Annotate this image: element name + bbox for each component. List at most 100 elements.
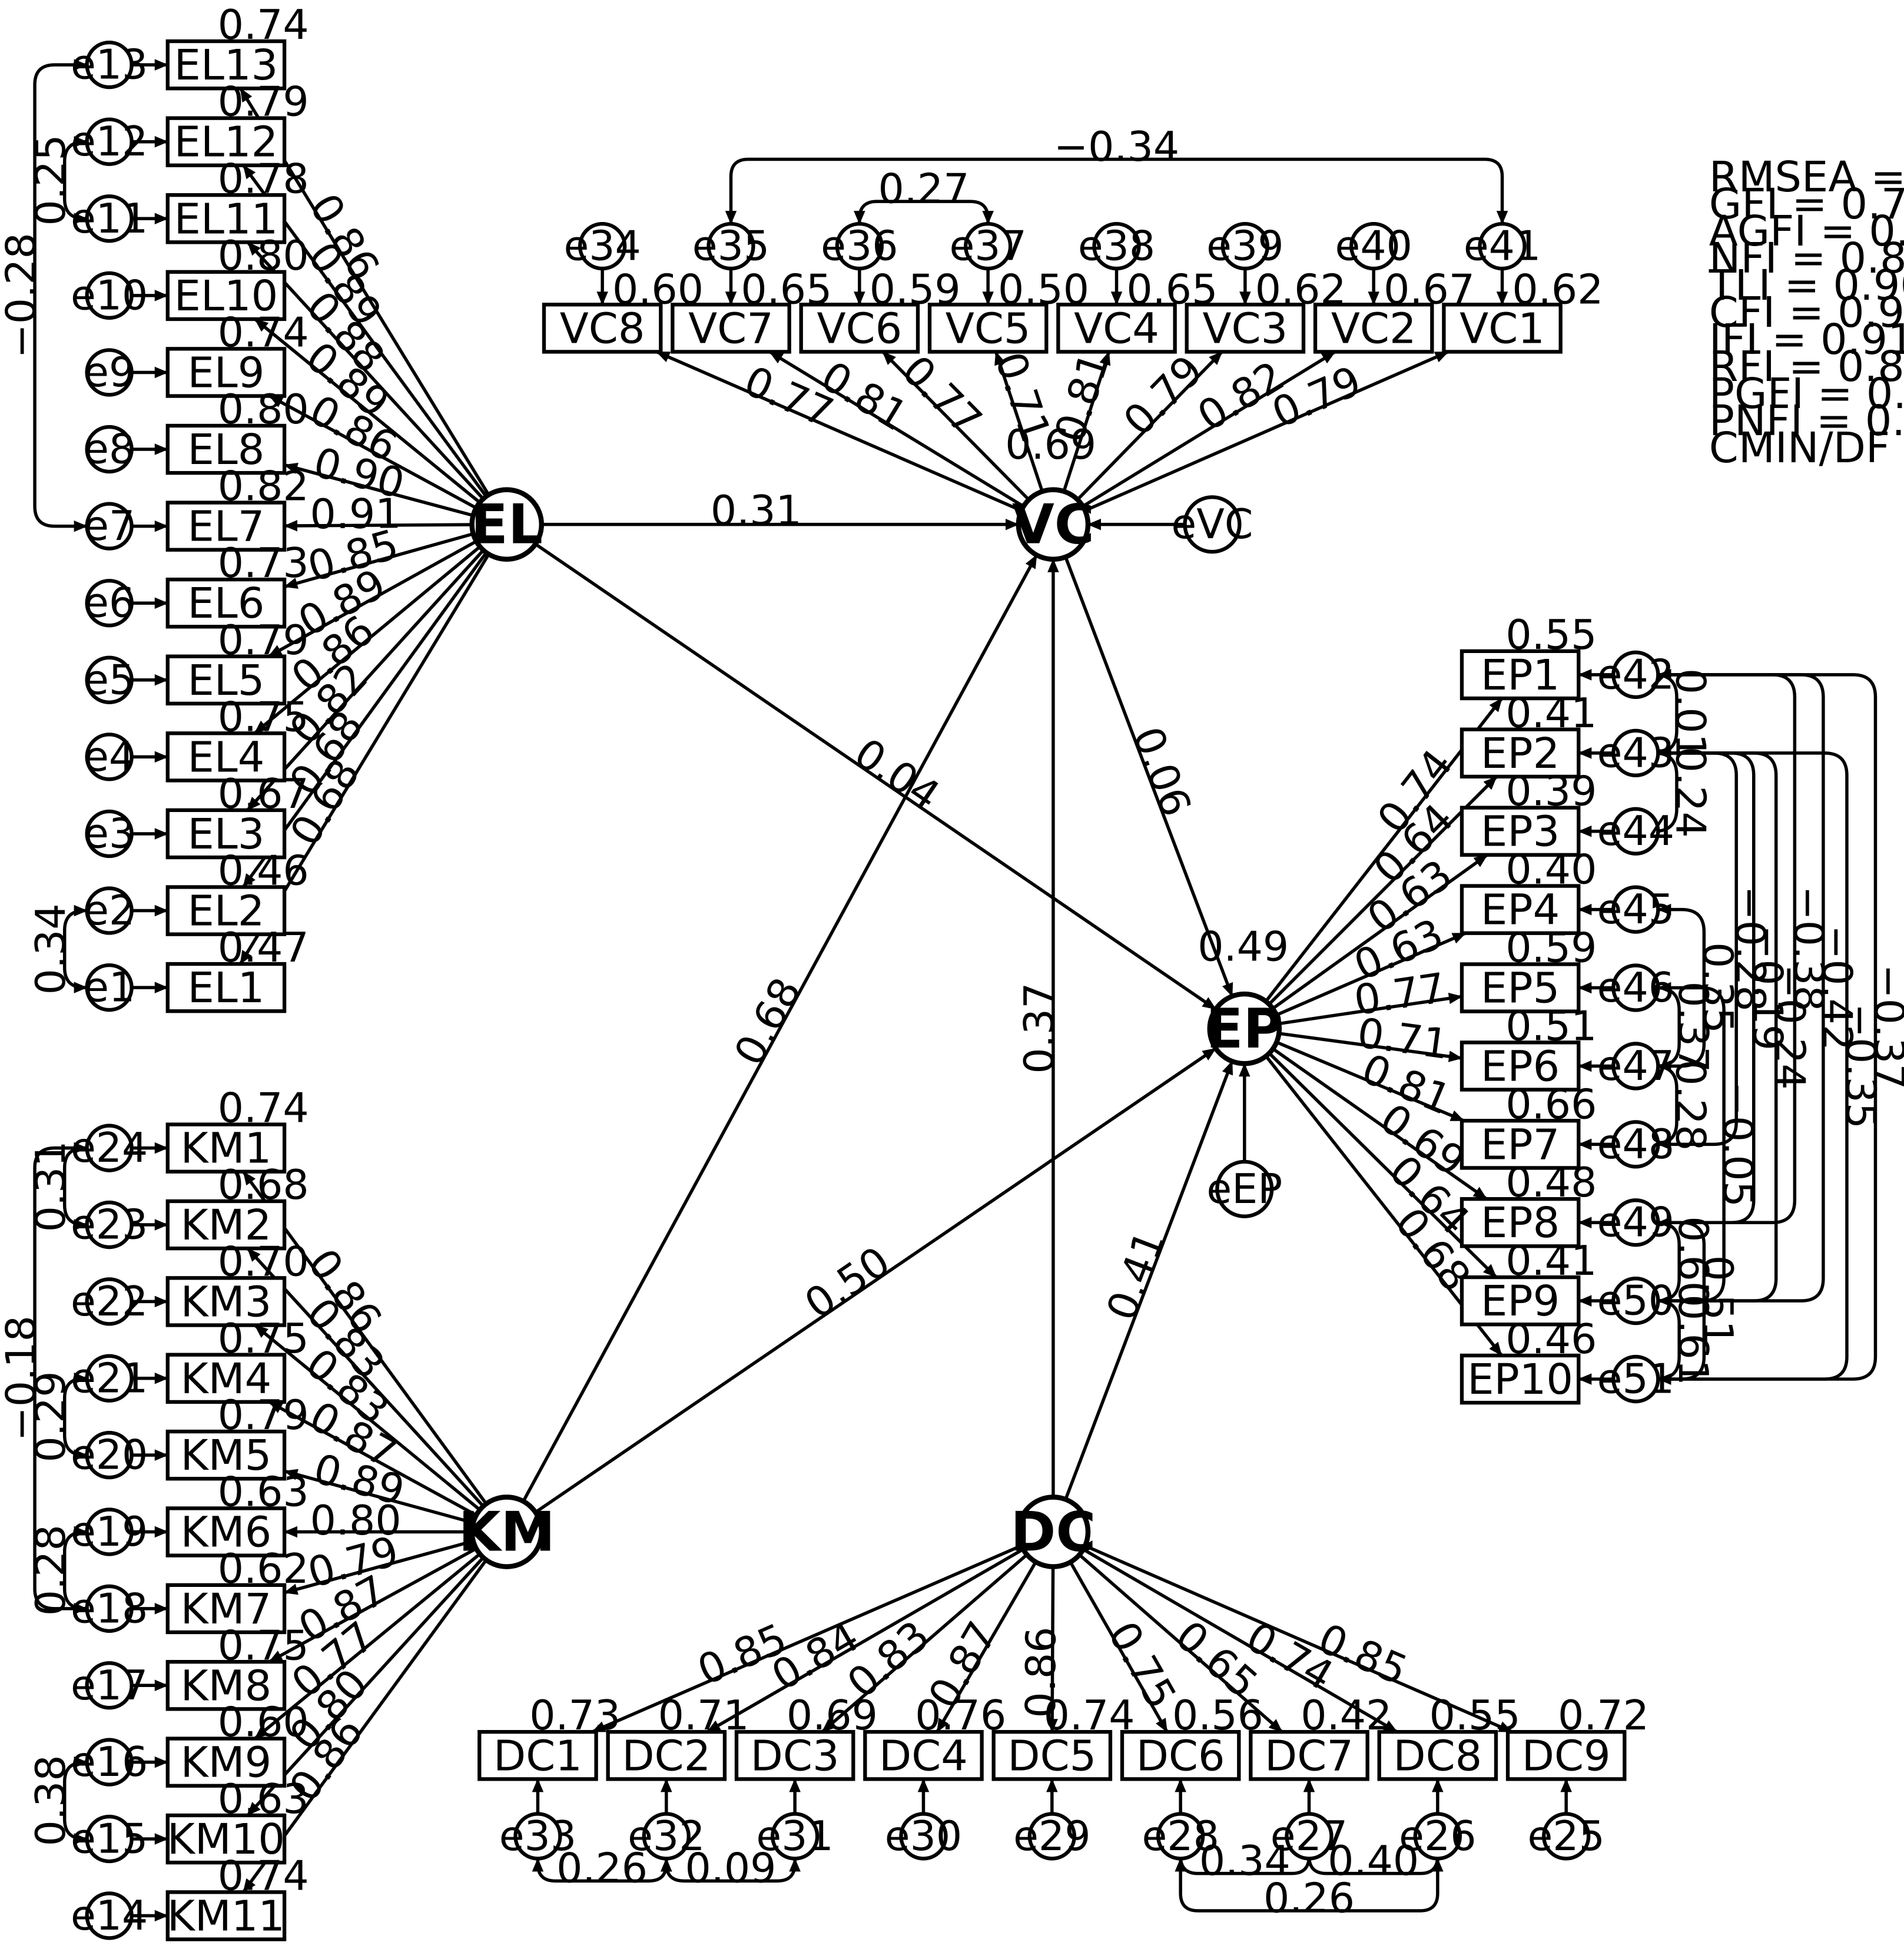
error-e37-circle	[964, 221, 1013, 271]
r2-vc5-value: 0.50	[998, 266, 1089, 313]
loading-dc2-arrow	[706, 1547, 1024, 1734]
indicator-el3-label: EL3	[187, 809, 264, 859]
loading-el4-arrow	[253, 545, 481, 735]
error-e3-label: e3	[84, 810, 135, 857]
covariance-e13-e7-arrow	[33, 59, 88, 532]
indicator-dc9-box	[1505, 1730, 1627, 1781]
covariance-e36-e37-value: 0.27	[878, 165, 970, 213]
error-e4-label: e4	[84, 733, 135, 781]
indicator-el6-label: EL6	[187, 578, 264, 628]
indicator-dc7-label: DC7	[1265, 1731, 1354, 1780]
error-e16-label: e16	[71, 1738, 148, 1786]
latent-km-circle	[469, 1494, 544, 1569]
error-e47-label: e47	[1597, 1042, 1674, 1090]
indicator-km5-label: KM5	[181, 1430, 272, 1480]
error-e30-label: e30	[885, 1812, 962, 1860]
indicator-dc9-label: DC9	[1522, 1731, 1611, 1780]
covariance-e32-e31-arrow	[661, 1858, 801, 1883]
error-e33-label: e33	[499, 1812, 576, 1860]
r2-el9-value: 0.74	[218, 309, 309, 356]
indicator-ep4-label: EP4	[1481, 885, 1560, 934]
error-e35-label: e35	[692, 223, 769, 270]
indicator-vc6-label: VC6	[817, 303, 902, 353]
indicator-el10-label: EL10	[174, 271, 278, 320]
indicator-el5-label: EL5	[187, 655, 264, 705]
indicator-ep9-label: EP9	[1481, 1276, 1560, 1325]
fit-index-line: AGFI = 0.755	[1709, 206, 1904, 256]
fit-index-line: PNFI = 0.798	[1709, 396, 1904, 445]
indicator-ep8-label: EP8	[1481, 1198, 1560, 1247]
indicator-vc8-label: VC8	[560, 303, 645, 353]
loading-dc4-arrow	[936, 1561, 1037, 1733]
r2-dc4-value: 0.76	[915, 1692, 1006, 1739]
r2-dc7-value: 0.42	[1301, 1692, 1392, 1739]
error-e46-label: e46	[1597, 964, 1674, 1012]
covariance-e24-e18-arrow	[33, 1142, 88, 1615]
r2-dc1-value: 0.73	[529, 1692, 621, 1739]
covariance-e16-e15-arrow	[62, 1756, 88, 1845]
loading-vc2-arrow	[1082, 350, 1336, 508]
covariance-e27-e26-value: 0.40	[1328, 1837, 1419, 1885]
covariance-e2-e1-value: 0.34	[27, 903, 75, 995]
latent-vc-circle	[1016, 487, 1091, 562]
error-e1-label: e1	[84, 964, 135, 1012]
fit-index-line: GFI = 0.781	[1709, 179, 1904, 228]
error-e43-label: e43	[1597, 729, 1674, 777]
indicator-vc1-label: VC1	[1459, 303, 1545, 353]
error-e36-label: e36	[821, 223, 898, 270]
loading-vc7-arrow	[768, 350, 1024, 508]
indicator-el2-label: EL2	[187, 886, 264, 936]
indicator-vc7-label: VC7	[688, 303, 774, 353]
error-e35-circle	[706, 221, 755, 271]
r2-vc8-value: 0.60	[612, 266, 704, 313]
r2-ep7-value: 0.66	[1505, 1081, 1597, 1128]
r2-km5-value: 0.79	[218, 1391, 309, 1439]
error-e21-label: e21	[71, 1354, 148, 1402]
error-e2-circle	[85, 886, 134, 935]
loading-vc5-arrow	[994, 351, 1044, 492]
path-dc-vc-value: 0.37	[1016, 983, 1063, 1074]
r2-el12-value: 0.79	[218, 78, 309, 126]
r2-el1-value: 0.47	[218, 924, 309, 972]
error-e48-circle	[1611, 1120, 1660, 1169]
error-e5-label: e5	[84, 656, 135, 704]
loading-km3-arrow	[254, 1324, 481, 1512]
error-e1-circle	[85, 963, 134, 1012]
latent-dc-circle	[1016, 1494, 1091, 1569]
error-e9-circle	[85, 348, 134, 397]
loading-el11-arrow	[246, 241, 485, 501]
r2-dc8-value: 0.55	[1429, 1692, 1521, 1739]
loading-el6-arrow	[283, 532, 474, 589]
error-e37-label: e37	[949, 223, 1026, 270]
covariance-e42-e50-value: −0.42	[1813, 925, 1861, 1050]
indicator-el7-box	[165, 501, 287, 552]
indicator-km8-box	[165, 1660, 287, 1711]
indicator-km2-label: KM2	[181, 1200, 272, 1250]
indicator-el4-box	[165, 731, 287, 783]
r2-el11-value: 0.78	[218, 155, 309, 203]
indicator-vc3-label: VC3	[1202, 303, 1288, 353]
error-e36-circle	[835, 221, 884, 271]
error-e24-circle	[85, 1124, 134, 1172]
indicator-dc4-label: DC4	[879, 1731, 968, 1780]
error-e47-circle	[1611, 1042, 1660, 1091]
indicator-km10-label: KM10	[167, 1814, 285, 1864]
indicator-ep8-box	[1459, 1197, 1581, 1248]
fit-index-line: RFI = 0.847	[1709, 342, 1904, 391]
indicator-vc7-box	[671, 303, 791, 354]
error-e50-circle	[1611, 1277, 1660, 1325]
covariance-e12-e11-value: 0.25	[27, 134, 75, 226]
error-e23-circle	[85, 1200, 134, 1250]
disturbance-evc-label: eVC	[1171, 501, 1253, 548]
loading-km6-value: 0.80	[310, 1497, 402, 1545]
covariance-e50-e51-value: 0.61	[1669, 1294, 1717, 1386]
error-e29-circle	[1027, 1812, 1076, 1861]
error-e9-label: e9	[84, 349, 135, 396]
indicator-el8-box	[165, 423, 287, 475]
loading-vc1-arrow	[1084, 350, 1449, 512]
covariance-e42-e51-value: −0.37	[1865, 964, 1904, 1089]
covariance-e19-e18-arrow	[62, 1526, 88, 1615]
loading-dc7-arrow	[1078, 1553, 1283, 1734]
r2-dc2-value: 0.71	[658, 1692, 749, 1739]
covariance-e21-e20-value: 0.29	[27, 1371, 75, 1462]
